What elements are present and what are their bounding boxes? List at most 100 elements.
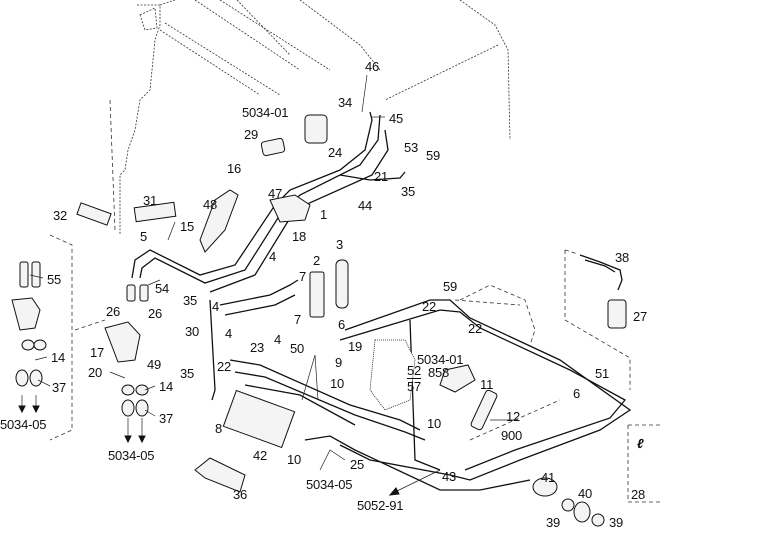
callout-51: 51: [595, 366, 610, 381]
callout-44: 44: [358, 198, 373, 213]
callout-22-c: 22: [217, 359, 232, 374]
part-39-a: [561, 498, 575, 512]
fraction-52-57: 52 57: [407, 364, 421, 393]
callout-43: 43: [442, 469, 457, 484]
callout-26-b: 26: [148, 306, 163, 321]
callout-24: 24: [328, 145, 343, 160]
callout-900: 900: [501, 428, 523, 443]
callout-9: 9: [335, 355, 343, 370]
callout-27: 27: [633, 309, 648, 324]
callout-5034-01-mid: 5034-01: [417, 352, 464, 367]
callout-5052-91: 5052-91: [357, 498, 404, 513]
part-29: [260, 137, 286, 157]
callout-4-a: 4: [269, 249, 277, 264]
callout-7-b: 7: [294, 312, 302, 327]
callout-36: 36: [233, 487, 248, 502]
callout-37-a: 37: [52, 380, 67, 395]
callout-5034-05-bottom: 5034-05: [306, 477, 353, 492]
callout-23: 23: [250, 340, 265, 355]
part-49: [104, 321, 141, 363]
part-2: [309, 271, 325, 318]
callout-30: 30: [185, 324, 200, 339]
callout-28: 28: [631, 487, 646, 502]
callout-25: 25: [350, 457, 365, 472]
callout-18: 18: [292, 229, 307, 244]
callout-39-b: 39: [609, 515, 624, 530]
callout-6-b: 6: [573, 386, 581, 401]
part-858: [439, 364, 476, 393]
callout-50: 50: [290, 341, 305, 356]
callout-29: 29: [244, 127, 259, 142]
callout-55: 55: [47, 272, 62, 287]
callout-19: 19: [348, 339, 363, 354]
callout-22-a: 22: [422, 299, 437, 314]
callout-37-b: 37: [159, 411, 174, 426]
partial-part-glyph-icon: ℓ: [637, 436, 644, 451]
callout-4-d: 4: [274, 332, 282, 347]
callout-11: 11: [480, 377, 494, 392]
callout-21: 21: [374, 169, 389, 184]
callout-14-b: 14: [159, 379, 174, 394]
callout-26-a: 26: [106, 304, 121, 319]
callout-7-a: 7: [299, 269, 307, 284]
reference-arrows: [18, 395, 441, 496]
callout-858: 858: [428, 365, 450, 380]
pipe-runs: [131, 111, 632, 491]
fraction-denominator: 57: [407, 379, 422, 394]
callout-3: 3: [336, 237, 344, 252]
callout-22-b: 22: [468, 321, 483, 336]
part-valve-top: [304, 114, 328, 144]
callout-47: 47: [268, 186, 283, 201]
part-valve-block: [369, 339, 416, 411]
callout-5034-01-top: 5034-01: [242, 105, 289, 120]
part-42: [222, 389, 296, 449]
callout-17: 17: [90, 345, 105, 360]
part-48: [199, 189, 239, 253]
callout-45: 45: [389, 111, 404, 126]
part-32: [76, 202, 112, 226]
part-31: [133, 201, 177, 223]
callout-6-a: 6: [338, 317, 346, 332]
callout-41: 41: [541, 470, 556, 485]
part-3: [335, 259, 349, 309]
callout-10-b: 10: [427, 416, 442, 431]
callout-20: 20: [88, 365, 103, 380]
callout-38: 38: [615, 250, 630, 265]
callout-4-b: 4: [212, 299, 220, 314]
leader-lines: [29, 74, 518, 471]
callout-15: 15: [180, 219, 195, 234]
callout-14-a: 14: [51, 350, 66, 365]
part-39-b: [591, 513, 605, 527]
part-41: [532, 477, 558, 497]
part-47: [269, 194, 311, 223]
part-40: [573, 501, 591, 523]
callout-39-a: 39: [546, 515, 561, 530]
callout-34: 34: [338, 95, 353, 110]
callout-49: 49: [147, 357, 162, 372]
callout-59-mid: 59: [443, 279, 458, 294]
callout-48: 48: [203, 197, 218, 212]
callout-32: 32: [53, 208, 68, 223]
callout-10-a: 10: [330, 376, 345, 391]
callout-42: 42: [253, 448, 268, 463]
callout-31: 31: [143, 193, 158, 208]
callout-35-c: 35: [180, 366, 195, 381]
callout-53: 53: [404, 140, 419, 155]
callout-1: 1: [320, 207, 328, 222]
cab-outline: [119, 0, 511, 235]
part-12: [470, 389, 498, 431]
callout-35-top: 35: [401, 184, 416, 199]
callout-40: 40: [578, 486, 593, 501]
fraction-numerator: 52: [407, 363, 422, 379]
callout-59-top: 59: [426, 148, 441, 163]
callout-5: 5: [140, 229, 148, 244]
callout-5034-05-left: 5034-05: [0, 417, 47, 432]
callout-5034-05-mid: 5034-05: [108, 448, 155, 463]
callout-54: 54: [155, 281, 170, 296]
part-bracket-left: [11, 297, 41, 331]
callout-12: 12: [506, 409, 521, 424]
callout-16: 16: [227, 161, 242, 176]
callout-8: 8: [215, 421, 223, 436]
callout-2: 2: [313, 253, 321, 268]
